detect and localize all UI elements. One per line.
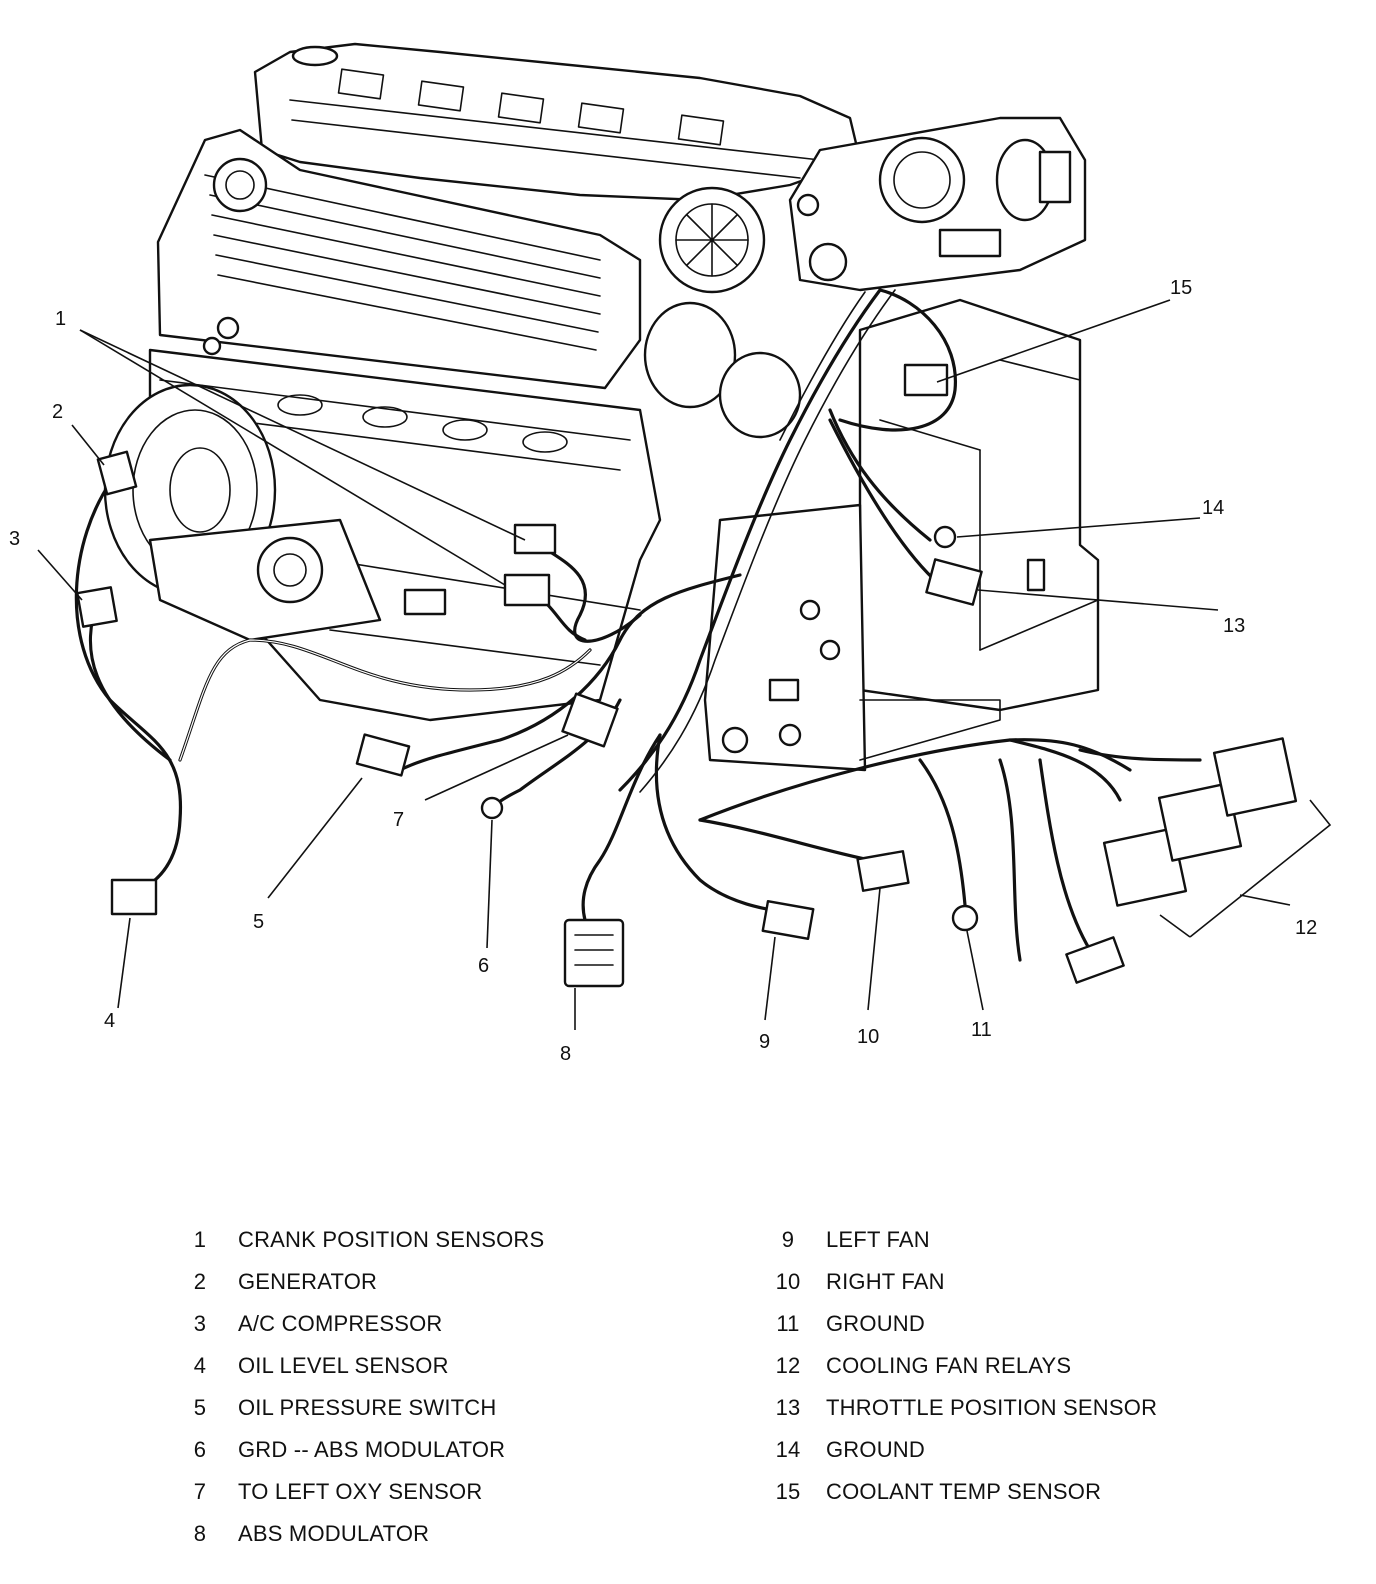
engine-block: [103, 42, 1100, 772]
legend-number: 10: [775, 1269, 801, 1294]
legend-label: COOLANT TEMP SENSOR: [826, 1479, 1102, 1504]
leader-lines: [37, 299, 1332, 1030]
legend-number: 12: [775, 1353, 801, 1378]
callout-6: 6: [478, 955, 489, 977]
crank-sensor-connector-b: [503, 573, 551, 607]
callout-14: 14: [1202, 497, 1224, 519]
callout-2: 2: [52, 401, 63, 423]
legend-label: CRANK POSITION SENSORS: [238, 1227, 545, 1252]
ground-eyelet-11: [951, 904, 979, 932]
oxy-connector: [561, 692, 619, 748]
legend-label: GRD -- ABS MODULATOR: [238, 1437, 506, 1462]
oil-pressure-connector: [355, 733, 411, 777]
legend-number: 7: [193, 1479, 207, 1504]
legend-number: 11: [776, 1311, 800, 1336]
callout-15: 15: [1170, 277, 1192, 299]
right-fan-connector: [856, 850, 910, 892]
callout-labels: 1 2 3 4 5 6 7 8 9 10 11 12 13 14 15: [9, 277, 1317, 1065]
legend-label: THROTTLE POSITION SENSOR: [826, 1395, 1158, 1420]
callout-8: 8: [560, 1043, 571, 1065]
legend-number: 6: [193, 1437, 207, 1462]
legend-label: OIL PRESSURE SWITCH: [238, 1395, 497, 1420]
callout-7: 7: [393, 809, 404, 831]
ac-compressor-connector: [76, 586, 118, 628]
callout-10: 10: [857, 1026, 879, 1048]
legend-label: OIL LEVEL SENSOR: [238, 1353, 449, 1378]
engine-harness-diagram: 1 2 3 4 5 6 7 8 9 10 11 12 13 14 15: [9, 42, 1332, 1065]
legend-label: TO LEFT OXY SENSOR: [238, 1479, 483, 1504]
legend-number: 8: [193, 1521, 207, 1546]
relay-4-pigtail: [1065, 936, 1125, 984]
legend-label: A/C COMPRESSOR: [238, 1311, 443, 1336]
coolant-temp-connector: [903, 363, 949, 397]
callout-9: 9: [759, 1031, 770, 1053]
legend-number: 1: [193, 1227, 207, 1252]
callout-4: 4: [104, 1010, 115, 1032]
oil-level-connector: [110, 878, 158, 916]
legend-label: ABS MODULATOR: [238, 1521, 430, 1546]
legend-number: 9: [781, 1227, 795, 1252]
wiring-harness: [74, 288, 1202, 962]
legend-label: GROUND: [826, 1437, 925, 1462]
callout-11: 11: [971, 1019, 992, 1041]
legend-label: GENERATOR: [238, 1269, 378, 1294]
crank-sensor-connector-a: [513, 523, 557, 555]
legend-label: LEFT FAN: [826, 1227, 930, 1252]
legend-number: 4: [193, 1353, 207, 1378]
callout-12: 12: [1295, 917, 1317, 939]
left-fan-connector: [761, 900, 815, 940]
legend-number: 3: [193, 1311, 207, 1336]
legend-label: RIGHT FAN: [826, 1269, 945, 1294]
legend-label: COOLING FAN RELAYS: [826, 1353, 1072, 1378]
connectors: [76, 363, 1298, 988]
callout-13: 13: [1223, 615, 1245, 637]
legend-number: 5: [193, 1395, 207, 1420]
legend-number: 14: [775, 1437, 801, 1462]
ground-eyelet-14: [933, 525, 957, 549]
abs-modulator-connector: [563, 918, 625, 988]
callout-5: 5: [253, 911, 264, 933]
tps-connector: [925, 558, 983, 606]
legend-number: 13: [775, 1395, 801, 1420]
generator-connector: [96, 450, 138, 496]
legend-label: GROUND: [826, 1311, 925, 1336]
relay-3: [1212, 737, 1298, 817]
abs-ground-eyelet: [480, 796, 504, 820]
callout-1: 1: [55, 308, 66, 330]
legend-number: 15: [775, 1479, 801, 1504]
legend-number: 2: [193, 1269, 207, 1294]
callout-3: 3: [9, 528, 20, 550]
parts-legend: 1 CRANK POSITION SENSORS 2 GENERATOR 3 A…: [0, 1225, 1376, 1575]
